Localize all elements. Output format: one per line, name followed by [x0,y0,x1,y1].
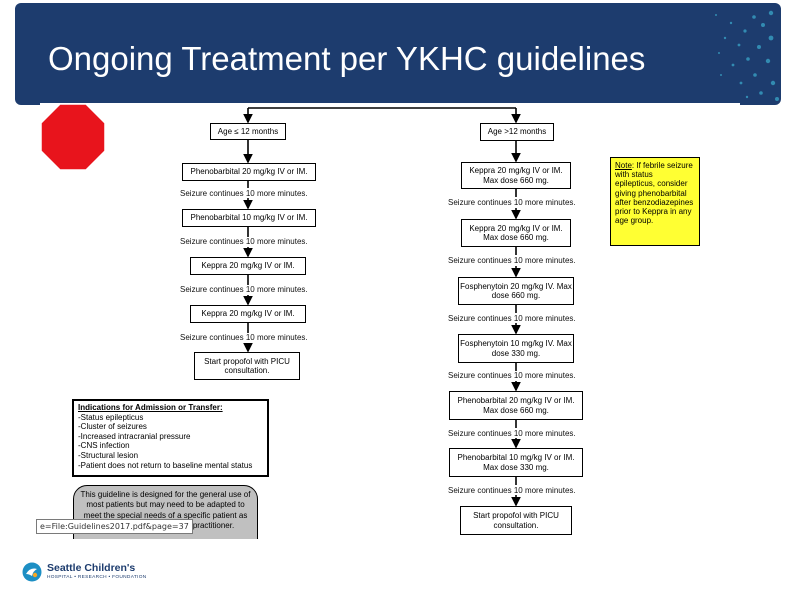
url-tooltip: e=File:Guidelines2017.pdf&page=37 [36,519,193,534]
right-connector-5: Seizure continues 10 more minutes. [448,429,576,438]
right-step-6: Phenobarbital 10 mg/kg IV or IM. Max dos… [449,448,583,477]
right-step-2: Keppra 20 mg/kg IV or IM. Max dose 660 m… [461,219,571,247]
left-connector-4: Seizure continues 10 more minutes. [180,333,308,342]
consult-text: Consult ANMC PICU at (907) 297- 8809. [345,114,411,163]
seattle-childrens-logo: Seattle Children's HOSPITAL • RESEARCH •… [22,562,172,584]
left-step-2: Phenobarbital 10 mg/kg IV or IM. [182,209,316,227]
treatment-flowchart: Age ≤ 12 months Phenobarbital 20 mg/kg I… [40,103,740,539]
right-step-4: Fosphenytoin 10 mg/kg IV. Max dose 330 m… [458,334,574,363]
note-text: : If febrile seizure with status epilept… [615,161,694,226]
right-final-step: Start propofol with PICU consultation. [460,506,572,535]
consult-line-4: (907) 297- [359,143,397,153]
indication-item: -Cluster of seizures [78,422,147,432]
logo-tagline: HOSPITAL • RESEARCH • FOUNDATION [47,575,147,580]
indications-list: -Status epilepticus -Cluster of seizures… [78,413,263,471]
left-connector-2: Seizure continues 10 more minutes. [180,237,308,246]
febrile-seizure-note: Note: If febrile seizure with status epi… [610,157,700,246]
consult-line-3: at [374,133,382,143]
indication-item: -CNS infection [78,441,130,451]
right-connector-2: Seizure continues 10 more minutes. [448,256,576,265]
right-step-3: Fosphenytoin 20 mg/kg IV. Max dose 660 m… [458,277,574,305]
decorative-dots [715,10,779,101]
left-final-step: Start propofol with PICU consultation. [194,352,300,380]
consult-stop-sign [40,103,106,171]
logo-icon [22,562,42,582]
left-step-1: Phenobarbital 20 mg/kg IV or IM. [182,163,316,181]
right-connector-1: Seizure continues 10 more minutes. [448,198,576,207]
note-label: Note [615,161,632,170]
logo-name: Seattle Children's [47,562,136,574]
admission-indications-box: Indications for Admission or Transfer: -… [72,399,269,477]
right-age-box: Age >12 months [480,123,554,141]
consult-line-1: Consult [362,114,394,123]
right-step-1: Keppra 20 mg/kg IV or IM. Max dose 660 m… [461,162,571,189]
indication-item: -Status epilepticus [78,412,144,422]
left-connector-1: Seizure continues 10 more minutes. [180,189,308,198]
title-banner: Ongoing Treatment per YKHC guidelines [15,3,781,105]
consult-line-2: ANMC PICU [354,123,402,133]
right-connector-6: Seizure continues 10 more minutes. [448,486,576,495]
indications-title: Indications for Admission or Transfer: [78,403,223,412]
consult-line-5: 8809. [367,153,389,163]
indication-item: -Structural lesion [78,450,139,460]
left-connector-3: Seizure continues 10 more minutes. [180,285,308,294]
left-step-3: Keppra 20 mg/kg IV or IM. [190,257,306,275]
left-age-box: Age ≤ 12 months [210,123,286,140]
flowchart-connectors [243,107,521,507]
slide-title: Ongoing Treatment per YKHC guidelines [48,40,646,77]
right-connector-3: Seizure continues 10 more minutes. [448,314,576,323]
left-step-4: Keppra 20 mg/kg IV or IM. [190,305,306,323]
right-connector-4: Seizure continues 10 more minutes. [448,371,576,380]
indication-item: -Patient does not return to baseline men… [78,460,253,470]
right-step-5: Phenobarbital 20 mg/kg IV or IM. Max dos… [449,391,583,420]
indication-item: -Increased intracranial pressure [78,431,191,441]
